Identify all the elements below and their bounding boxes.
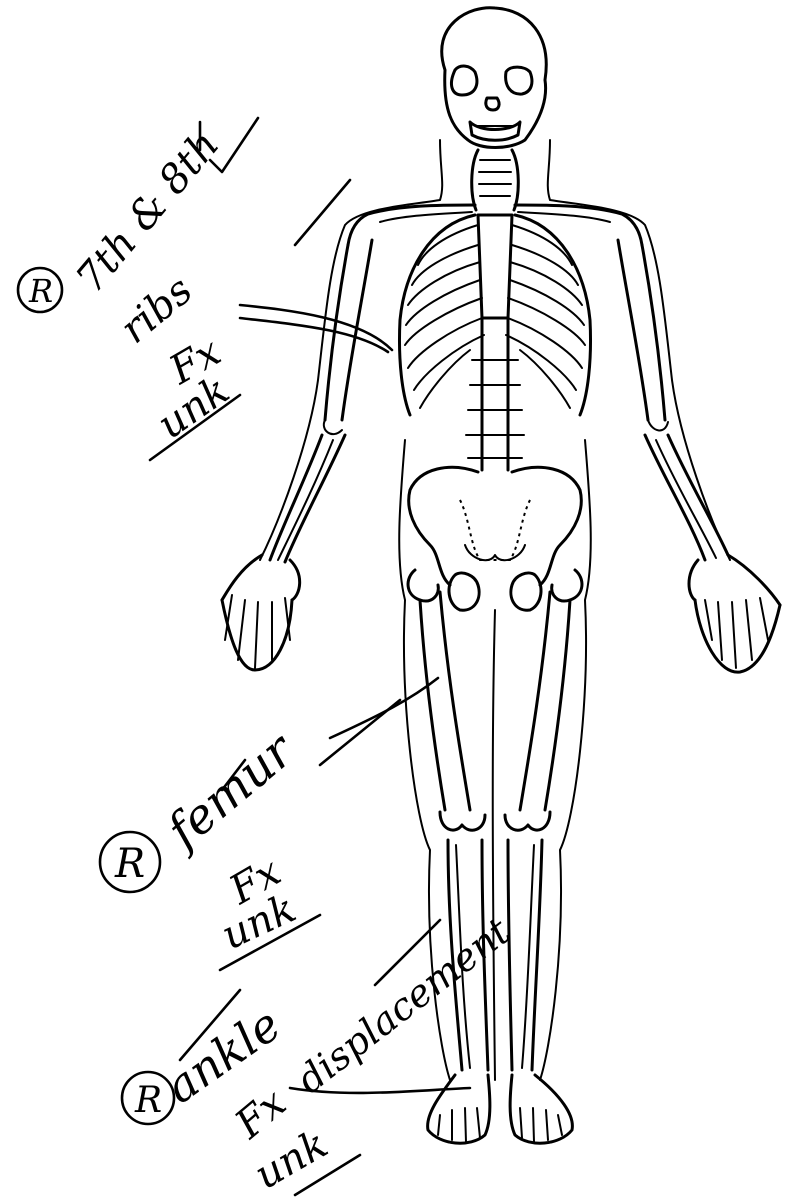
femur-fracture-annotation: R femur Fx unk (100, 678, 438, 970)
leader-line-femur (330, 678, 438, 738)
circled-r-letter: R (134, 1080, 162, 1121)
left-leg (505, 570, 582, 1143)
femur-line-1: femur (154, 721, 306, 861)
circled-r-letter: R (28, 272, 53, 310)
left-arm (618, 240, 780, 672)
skull (442, 8, 546, 148)
rib-fracture-annotation: R 7th & 8th ribs Fx unk (18, 118, 392, 460)
pelvis (409, 467, 582, 610)
spine (466, 320, 524, 470)
shoulder-girdle (348, 205, 642, 245)
ribs-line-1: 7th & 8th (67, 122, 228, 301)
cervical-spine (472, 150, 519, 210)
circled-r-letter: R (114, 841, 145, 887)
right-leg (408, 570, 490, 1143)
skeleton-figure (222, 8, 780, 1144)
